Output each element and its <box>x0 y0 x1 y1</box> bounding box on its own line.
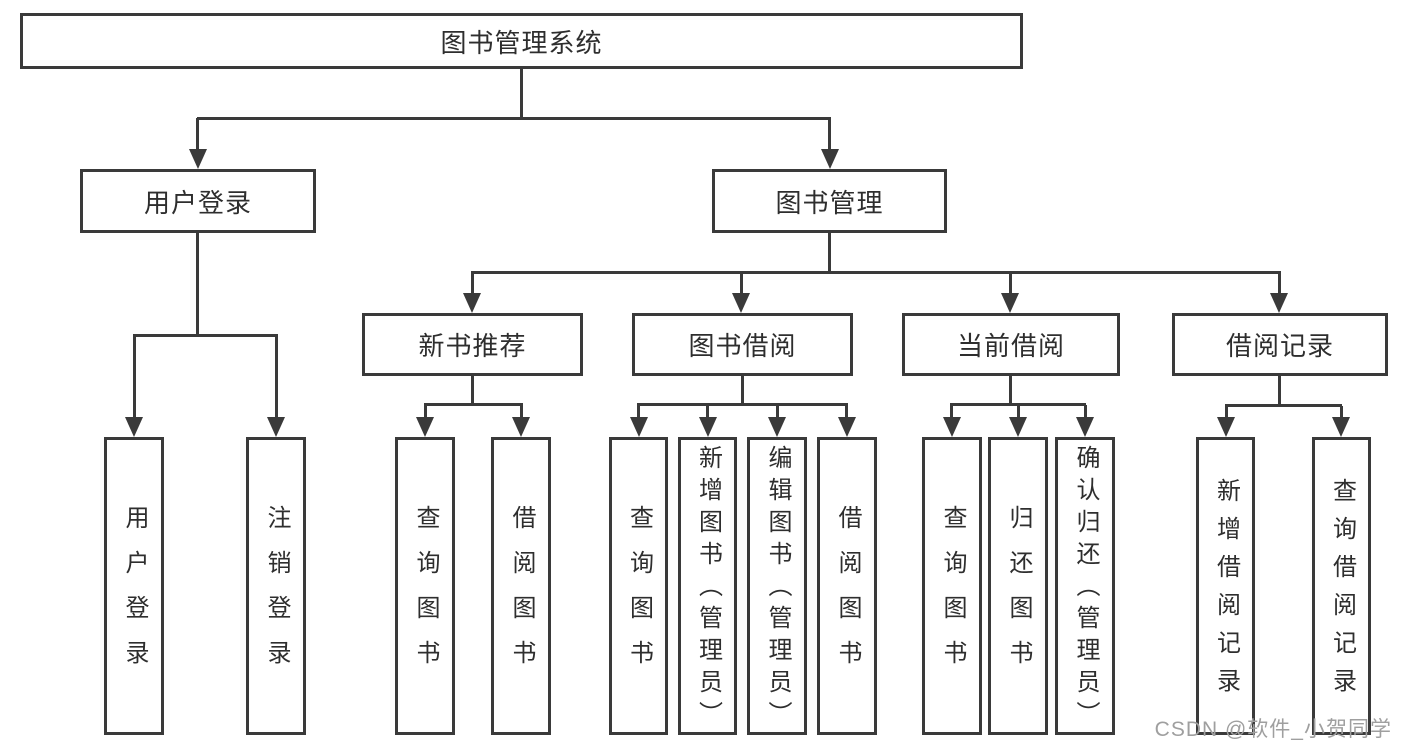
arrow-down-icon <box>821 149 839 169</box>
leaf-add-books-admin-label: 新增图书（管理员） <box>694 445 722 733</box>
leaf-current-query-books: 查询图书 <box>922 437 982 735</box>
arrow-down-icon <box>1270 293 1288 313</box>
leaf-add-books-admin: 新增图书（管理员） <box>678 437 737 735</box>
connector-line <box>1009 376 1012 405</box>
leaf-recommend-query-books-label: 查询图书 <box>412 505 439 685</box>
leaf-logout-label: 注销登录 <box>263 505 290 685</box>
arrow-down-icon <box>1001 293 1019 313</box>
connector-line <box>741 376 744 405</box>
node-new-book-recommend: 新书推荐 <box>362 313 583 376</box>
leaf-edit-books-admin-label: 编辑图书（管理员） <box>764 445 791 733</box>
connector-line <box>1225 406 1228 417</box>
arrow-down-icon <box>838 417 856 437</box>
leaf-add-borrow-record: 新增借阅记录 <box>1196 437 1255 735</box>
leaf-add-borrow-record-label: 新增借阅记录 <box>1212 478 1240 706</box>
node-current-borrow: 当前借阅 <box>902 313 1120 376</box>
arrow-down-icon <box>267 417 285 437</box>
leaf-current-query-books-label: 查询图书 <box>939 505 966 685</box>
connector-line <box>706 405 709 417</box>
connector-line <box>1084 405 1087 417</box>
connector-line <box>950 405 953 417</box>
connector-line <box>197 117 831 120</box>
arrow-down-icon <box>1009 417 1027 437</box>
connector-line <box>133 334 278 337</box>
node-current-borrow-label: 当前借阅 <box>956 331 1065 361</box>
leaf-query-borrow-record-label: 查询借阅记录 <box>1328 478 1356 706</box>
arrow-down-icon <box>630 417 648 437</box>
leaf-confirm-return-admin-label: 确认归还（管理员） <box>1072 445 1099 733</box>
connector-line <box>196 233 199 335</box>
node-book-borrow-label: 图书借阅 <box>688 331 797 361</box>
connector-line <box>828 233 831 273</box>
leaf-return-books: 归还图书 <box>988 437 1048 735</box>
connector-line <box>471 273 474 293</box>
connector-line <box>424 403 523 406</box>
connector-line <box>196 118 199 150</box>
leaf-logout: 注销登录 <box>246 437 306 735</box>
leaf-borrow-query-books-label: 查询图书 <box>625 505 653 685</box>
leaf-recommend-query-books: 查询图书 <box>395 437 455 735</box>
leaf-borrow-books: 借阅图书 <box>817 437 877 735</box>
connector-line <box>424 405 427 417</box>
connector-line <box>1278 376 1281 406</box>
arrow-down-icon <box>125 417 143 437</box>
connector-line <box>1009 273 1012 293</box>
connector-line <box>845 405 848 417</box>
connector-line <box>520 69 523 118</box>
connector-line <box>637 403 848 406</box>
node-borrow-records-label: 借阅记录 <box>1225 331 1334 361</box>
arrow-down-icon <box>699 417 717 437</box>
connector-line <box>1225 404 1342 407</box>
leaf-return-books-label: 归还图书 <box>1005 505 1032 685</box>
watermark: CSDN @软件_小贺同学 <box>1154 718 1392 741</box>
arrow-down-icon <box>1217 417 1235 437</box>
node-user-login: 用户登录 <box>80 169 316 233</box>
leaf-query-borrow-record: 查询借阅记录 <box>1312 437 1371 735</box>
node-book-management-label: 图书管理 <box>775 187 884 218</box>
node-book-management: 图书管理 <box>712 169 947 233</box>
connector-line <box>471 271 1281 274</box>
node-root-label: 图书管理系统 <box>440 27 603 58</box>
arrow-down-icon <box>189 149 207 169</box>
node-book-borrow: 图书借阅 <box>632 313 853 376</box>
leaf-confirm-return-admin: 确认归还（管理员） <box>1055 437 1115 735</box>
connector-line <box>133 335 136 417</box>
connector-line <box>1017 405 1020 417</box>
node-user-login-label: 用户登录 <box>143 187 252 218</box>
leaf-borrow-books-label: 借阅图书 <box>834 505 861 685</box>
node-root: 图书管理系统 <box>20 13 1023 69</box>
connector-line <box>776 405 779 417</box>
arrow-down-icon <box>768 417 786 437</box>
leaf-recommend-borrow-books-label: 借阅图书 <box>508 505 535 685</box>
arrow-down-icon <box>416 417 434 437</box>
arrow-down-icon <box>463 293 481 313</box>
connector-line <box>740 273 743 293</box>
connector-line <box>520 405 523 417</box>
leaf-user-login-label: 用户登录 <box>121 505 148 685</box>
leaf-borrow-query-books: 查询图书 <box>609 437 668 735</box>
leaf-recommend-borrow-books: 借阅图书 <box>491 437 551 735</box>
connector-line <box>471 376 474 405</box>
connector-line <box>275 335 278 417</box>
connector-line <box>1340 406 1343 417</box>
arrow-down-icon <box>1332 417 1350 437</box>
leaf-edit-books-admin: 编辑图书（管理员） <box>747 437 807 735</box>
node-borrow-records: 借阅记录 <box>1172 313 1388 376</box>
connector-line <box>637 405 640 417</box>
arrow-down-icon <box>732 293 750 313</box>
connector-line <box>1278 273 1281 293</box>
arrow-down-icon <box>943 417 961 437</box>
leaf-user-login: 用户登录 <box>104 437 164 735</box>
arrow-down-icon <box>512 417 530 437</box>
node-new-book-recommend-label: 新书推荐 <box>418 331 527 361</box>
connector-line <box>950 403 1086 406</box>
arrow-down-icon <box>1076 417 1094 437</box>
connector-line <box>828 118 831 150</box>
